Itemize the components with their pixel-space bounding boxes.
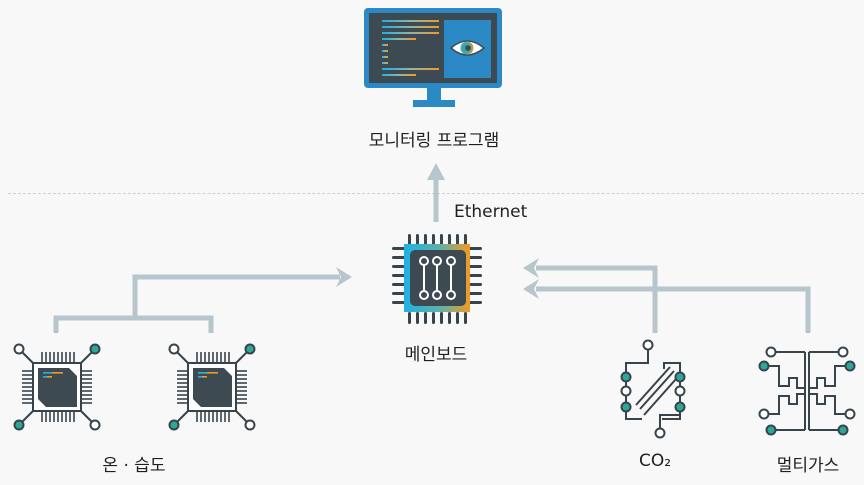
co2-label: CO₂: [638, 451, 672, 471]
multigas-label: 멀티가스: [776, 456, 840, 476]
multigas-arrowhead: [523, 279, 539, 299]
co2-sensor-icon: [620, 339, 686, 439]
ethernet-label: Ethernet: [454, 202, 528, 222]
multigas-sensor-icon: [758, 346, 856, 436]
temp-humidity-connector: [53, 315, 214, 333]
co2-arrowhead: [523, 258, 539, 278]
cpu-board-icon: [392, 234, 482, 324]
temp-humidity-label: 온 · 습도: [102, 456, 166, 476]
ethernet-arrowhead: [427, 163, 445, 180]
monitor-label: 모니터링 프로그램: [368, 131, 500, 151]
sensor-chip-icon: [13, 343, 101, 431]
mainboard-label: 메인보드: [404, 345, 468, 365]
multigas-arrow-line: [536, 286, 811, 333]
temp-humidity-arrowhead: [336, 267, 352, 287]
temp-humidity-arrow-line: [132, 274, 340, 318]
monitor-eye-icon: [364, 8, 502, 107]
sensor-chip-icon: [168, 343, 256, 431]
co2-arrow-line: [536, 265, 658, 333]
